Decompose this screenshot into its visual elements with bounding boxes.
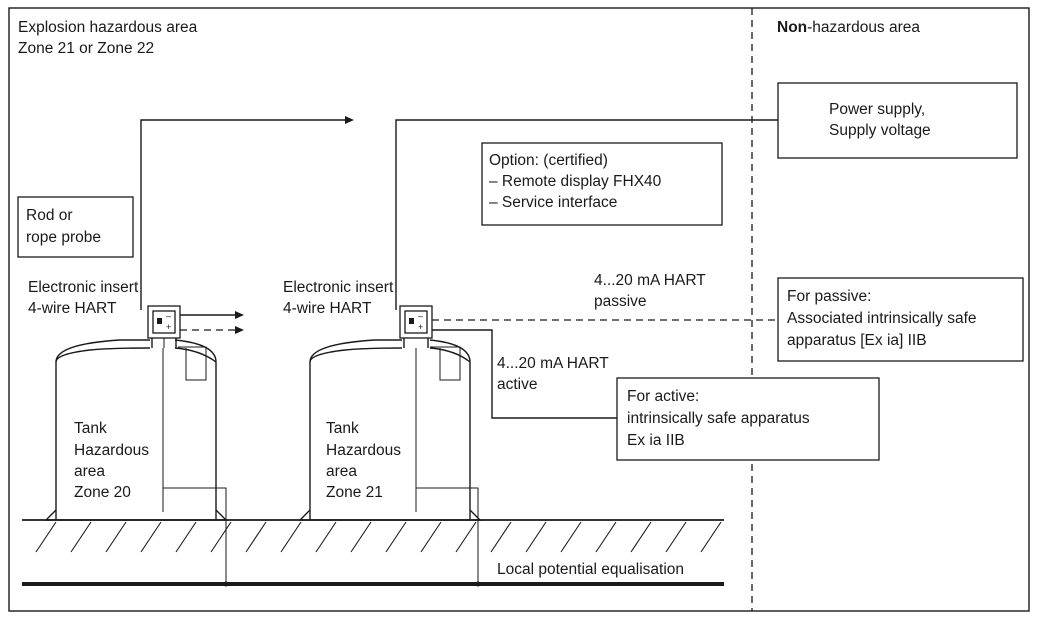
insert2-label-line2: 4-wire HART xyxy=(283,300,372,317)
tank-1-output-dashed-arrow xyxy=(235,326,244,334)
ground-hatch-stroke xyxy=(630,521,652,553)
tank-1-terminal-block xyxy=(152,310,176,334)
insert2-power-wire xyxy=(395,119,778,310)
ground-hatch-stroke xyxy=(280,521,302,553)
passive-apparatus-box xyxy=(777,277,1024,362)
active-apparatus-box xyxy=(616,377,880,461)
tank-1-label-line3: area xyxy=(74,463,105,480)
tank-2-label-line1: Tank xyxy=(326,420,359,437)
ground-hatch-stroke xyxy=(420,521,442,553)
active-line3: Ex ia IIB xyxy=(627,432,685,449)
ground-hatch-stroke xyxy=(595,521,617,553)
hazardous-area-zones: Zone 21 or Zone 22 xyxy=(18,40,154,57)
tank-1-label-line1: Tank xyxy=(74,420,107,437)
ground-hatch-stroke xyxy=(140,521,162,553)
insert1-label-line2: 4-wire HART xyxy=(28,300,117,317)
power-supply-line1: Power supply, xyxy=(829,101,925,118)
ground-hatch-stroke xyxy=(175,521,197,553)
ground-hatch-stroke xyxy=(315,521,337,553)
tank-2: – + Tank Hazardous area Zone 21 xyxy=(298,305,778,521)
tank-2-label-line3: area xyxy=(326,463,357,480)
tank-1-label-line2: Hazardous xyxy=(74,442,149,459)
tank-2-foot xyxy=(298,509,482,521)
option-box xyxy=(481,142,723,226)
passive-line3: apparatus [Ex ia] IIB xyxy=(787,332,927,349)
ground-hatch-stroke xyxy=(490,521,512,553)
tank-1-terminal-plus: + xyxy=(166,322,171,332)
tank-1-terminal-square xyxy=(157,318,162,324)
tank-2-label-line4: Zone 21 xyxy=(326,484,383,501)
power-supply-line2: Supply voltage xyxy=(829,122,931,139)
ground-hatch-stroke xyxy=(350,521,372,553)
ground-hatch-stroke xyxy=(210,521,232,553)
ground-hatch-stroke xyxy=(385,521,407,553)
tank-2-ground-wire xyxy=(430,346,461,381)
hazardous-area-title: Explosion hazardous area xyxy=(18,19,198,36)
ground-hatch-stroke xyxy=(455,521,477,553)
ground-hatch-stroke xyxy=(525,521,547,553)
passive-line2: Associated intrinsically safe xyxy=(787,310,977,327)
tank-1-ground-wire xyxy=(178,346,207,381)
ground-hatch-stroke xyxy=(35,521,57,553)
insert1-wire-up xyxy=(140,119,346,310)
tank-2-label-line2: Hazardous xyxy=(326,442,401,459)
equalisation-label: Local potential equalisation xyxy=(497,561,684,578)
ground-hatch-stroke xyxy=(245,521,267,553)
ground-hatch-stroke xyxy=(700,521,722,553)
tank-2-equalisation-wire xyxy=(416,487,479,584)
hart-active-line1: 4...20 mA HART xyxy=(497,355,609,372)
insert2-label-line1: Electronic insert xyxy=(283,279,394,296)
passive-line1: For passive: xyxy=(787,288,871,305)
tank-1: – + Tank Hazardous area Zone 20 xyxy=(44,305,244,521)
tank-1-equalisation-wire xyxy=(163,487,227,584)
option-line1: Option: (certified) xyxy=(489,152,608,169)
option-line3: – Service interface xyxy=(489,194,617,211)
probe-line1: Rod or xyxy=(26,207,73,224)
insert1-wire-arrowhead xyxy=(345,116,354,124)
power-supply-box xyxy=(777,82,1018,159)
ground-hatching xyxy=(35,521,722,553)
tank-2-terminal-block xyxy=(404,310,428,334)
ground-hatch-stroke xyxy=(105,521,127,553)
ground-hatch-stroke xyxy=(560,521,582,553)
tank-1-label-line4: Zone 20 xyxy=(74,484,131,501)
tank-1-foot xyxy=(44,509,228,521)
non-hazardous-area-title: Non-hazardous area xyxy=(777,19,920,36)
tank-1-output-arrow xyxy=(235,311,244,319)
tank-1-terminal-minus: – xyxy=(166,311,171,321)
hart-passive-line1: 4...20 mA HART xyxy=(594,272,706,289)
tank-2-top-rim xyxy=(309,347,471,363)
tank-2-terminal-plus: + xyxy=(418,322,423,332)
tank-2-terminal-minus: – xyxy=(418,311,423,321)
tank-2-terminal-square xyxy=(409,318,414,324)
probe-line2: rope probe xyxy=(26,229,101,246)
tank-2-active-signal-line xyxy=(432,329,617,419)
ground-hatch-stroke xyxy=(70,521,92,553)
active-line2: intrinsically safe apparatus xyxy=(627,410,810,427)
tank-1-top-rim xyxy=(55,347,217,363)
ground-hatch-stroke xyxy=(665,521,687,553)
probe-box xyxy=(17,196,134,258)
option-line2: – Remote display FHX40 xyxy=(489,173,662,190)
hart-passive-line2: passive xyxy=(594,293,647,310)
hart-active-line2: active xyxy=(497,376,538,393)
diagram-frame xyxy=(8,7,1030,612)
insert1-label-line1: Electronic insert xyxy=(28,279,139,296)
active-line1: For active: xyxy=(627,388,699,405)
